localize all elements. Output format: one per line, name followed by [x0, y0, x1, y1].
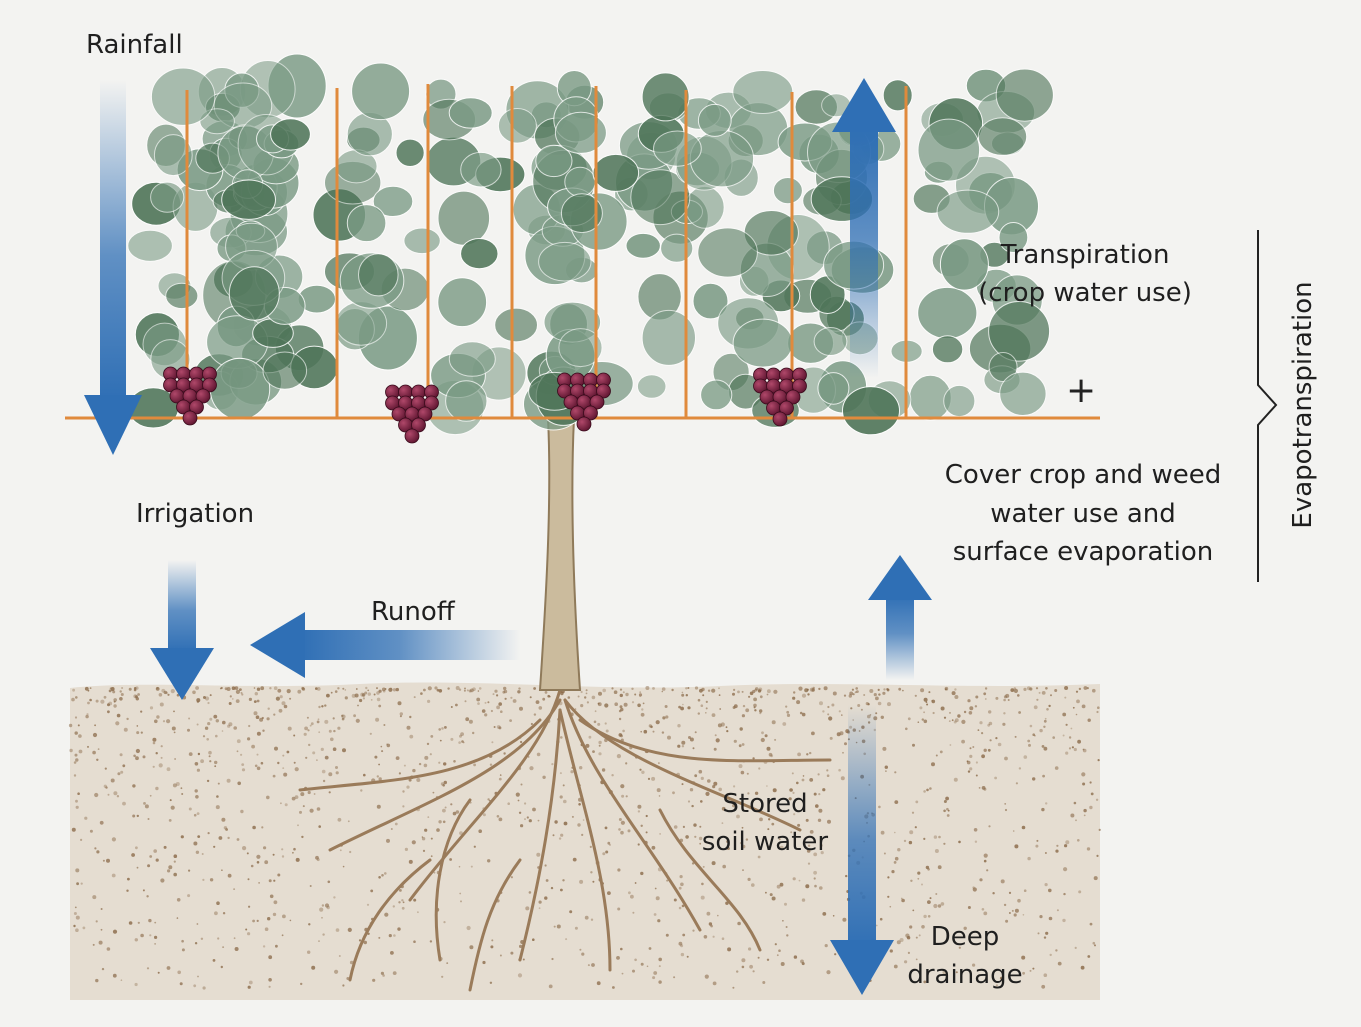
cover-crop-label: Cover crop and weed water use and surfac… — [908, 460, 1258, 569]
deep-drainage-line2: drainage — [880, 960, 1050, 992]
vine-leaf — [701, 380, 732, 410]
rainfall-label: Rainfall — [86, 30, 183, 62]
vine-leaf — [555, 112, 606, 153]
vine-leaf — [495, 308, 538, 342]
transpiration-label-line2: (crop water use) — [955, 278, 1215, 310]
vine-leaf — [690, 131, 753, 187]
vine-leaf — [637, 375, 666, 399]
vine-leaf — [449, 342, 495, 377]
vine-leaf — [937, 190, 999, 233]
vine-leaf — [733, 319, 792, 367]
vine-leaf — [404, 228, 440, 254]
vine-leaf — [565, 167, 595, 196]
vine-leaf — [271, 119, 311, 150]
vine-leaf — [1000, 372, 1046, 415]
stored-soil-water-line2: soil water — [680, 827, 850, 859]
vine-leaf — [698, 228, 758, 277]
transpiration-label-line1: Transpiration — [955, 240, 1215, 272]
cover-crop-label-line1: Cover crop and weed — [908, 460, 1258, 492]
vine-leaf — [814, 328, 847, 356]
vine-leaf — [151, 182, 184, 212]
vine-leaf — [446, 381, 487, 422]
vine-leaf — [773, 178, 802, 204]
vine-leaf — [843, 387, 900, 435]
cover-crop-label-line2: water use and — [908, 499, 1258, 531]
vine-leaf — [151, 68, 214, 125]
vine-trunk — [540, 418, 580, 690]
vine-leaf — [818, 373, 849, 405]
vine-leaf — [593, 154, 639, 191]
transpiration-label: Transpiration (crop water use) — [955, 240, 1215, 309]
stored-soil-water-label: Stored soil water — [680, 789, 850, 858]
deep-drainage-line1: Deep — [880, 922, 1050, 954]
vine-leaf — [989, 302, 1050, 362]
plus-sign: + — [1066, 370, 1096, 411]
vine-leaf — [347, 205, 386, 242]
vine-leaf — [461, 239, 498, 269]
deep-drainage-label: Deep drainage — [880, 922, 1050, 991]
evapotranspiration-label: Evapotranspiration — [1288, 281, 1318, 528]
grape-cluster — [386, 385, 439, 443]
irrigation-label: Irrigation — [136, 499, 254, 531]
evapotranspiration-bracket — [1258, 230, 1276, 582]
rainfall-arrow — [84, 80, 142, 455]
vine-leaf — [359, 254, 399, 296]
vine-leaf — [352, 63, 410, 120]
vine-leaf — [498, 109, 536, 144]
vine-leaf — [396, 139, 424, 166]
vine-leaf — [733, 71, 793, 114]
cover-crop-label-line3: surface evaporation — [908, 537, 1258, 569]
vine-leaf — [932, 336, 962, 363]
vine-leaf — [883, 80, 912, 111]
vine-leaf — [210, 358, 269, 419]
vine-leaf — [229, 267, 279, 320]
vine-leaf — [944, 385, 975, 416]
vine-leaf — [626, 233, 660, 258]
irrigation-arrow — [150, 560, 214, 700]
stored-soil-water-line1: Stored — [680, 789, 850, 821]
vine-leaf — [996, 69, 1053, 121]
vine-leaf — [642, 73, 689, 121]
vine-leaf — [978, 118, 1026, 156]
runoff-label: Runoff — [371, 597, 455, 629]
vine-leaf — [461, 152, 501, 187]
vine-leaf — [166, 283, 198, 308]
vine-leaf — [661, 234, 693, 262]
vine-leaf — [438, 278, 487, 327]
vine-leaf — [128, 230, 173, 261]
vine-leaf — [438, 191, 490, 245]
vine-leaf — [698, 104, 731, 136]
vine-leaf — [685, 186, 724, 228]
vine-leaf — [263, 352, 307, 389]
vine-leaf — [539, 242, 591, 281]
vine-leaf — [654, 131, 702, 166]
vine-leaf — [449, 98, 492, 128]
vine-leaf — [222, 180, 276, 219]
vine-leaf — [918, 119, 980, 181]
cover-crop-arrow — [868, 555, 932, 680]
